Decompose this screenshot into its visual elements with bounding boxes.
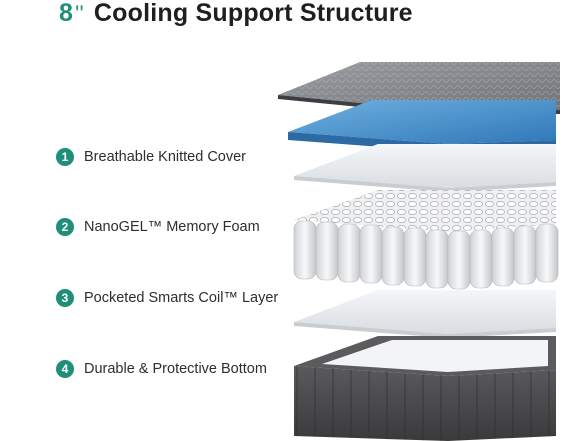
title-text: Cooling Support Structure — [93, 0, 413, 27]
layer-number-badge: 4 — [56, 360, 74, 378]
title-number: 8 — [59, 0, 74, 27]
base-layer — [294, 336, 556, 441]
layer-item-cover: 1 Breathable Knitted Cover — [56, 146, 246, 168]
layer-item-memory-foam: 2 NanoGEL™ Memory Foam — [56, 216, 260, 238]
layer-number-badge: 1 — [56, 148, 74, 166]
mattress-layers-illustration — [278, 62, 560, 441]
layer-number-badge: 3 — [56, 289, 74, 307]
coil-layer — [293, 190, 559, 290]
layer-label: Durable & Protective Bottom — [84, 361, 267, 377]
title-unit-mark: '' — [75, 1, 84, 26]
layer-number-badge: 2 — [56, 218, 74, 236]
layer-item-bottom: 4 Durable & Protective Bottom — [56, 358, 267, 380]
page-title: 8'' Cooling Support Structure — [59, 0, 413, 30]
layer-label: NanoGEL™ Memory Foam — [84, 219, 260, 235]
layer-label: Breathable Knitted Cover — [84, 149, 247, 165]
lower-foam-sheet-layer — [294, 290, 556, 338]
foam-sheet-layer — [294, 144, 556, 192]
layer-item-coil: 3 Pocketed Smarts Coil™ Layer — [56, 287, 278, 309]
layer-label: Pocketed Smarts Coil™ Layer — [84, 290, 279, 306]
layer-list: 1 Breathable Knitted Cover 2 NanoGEL™ Me… — [56, 146, 278, 380]
